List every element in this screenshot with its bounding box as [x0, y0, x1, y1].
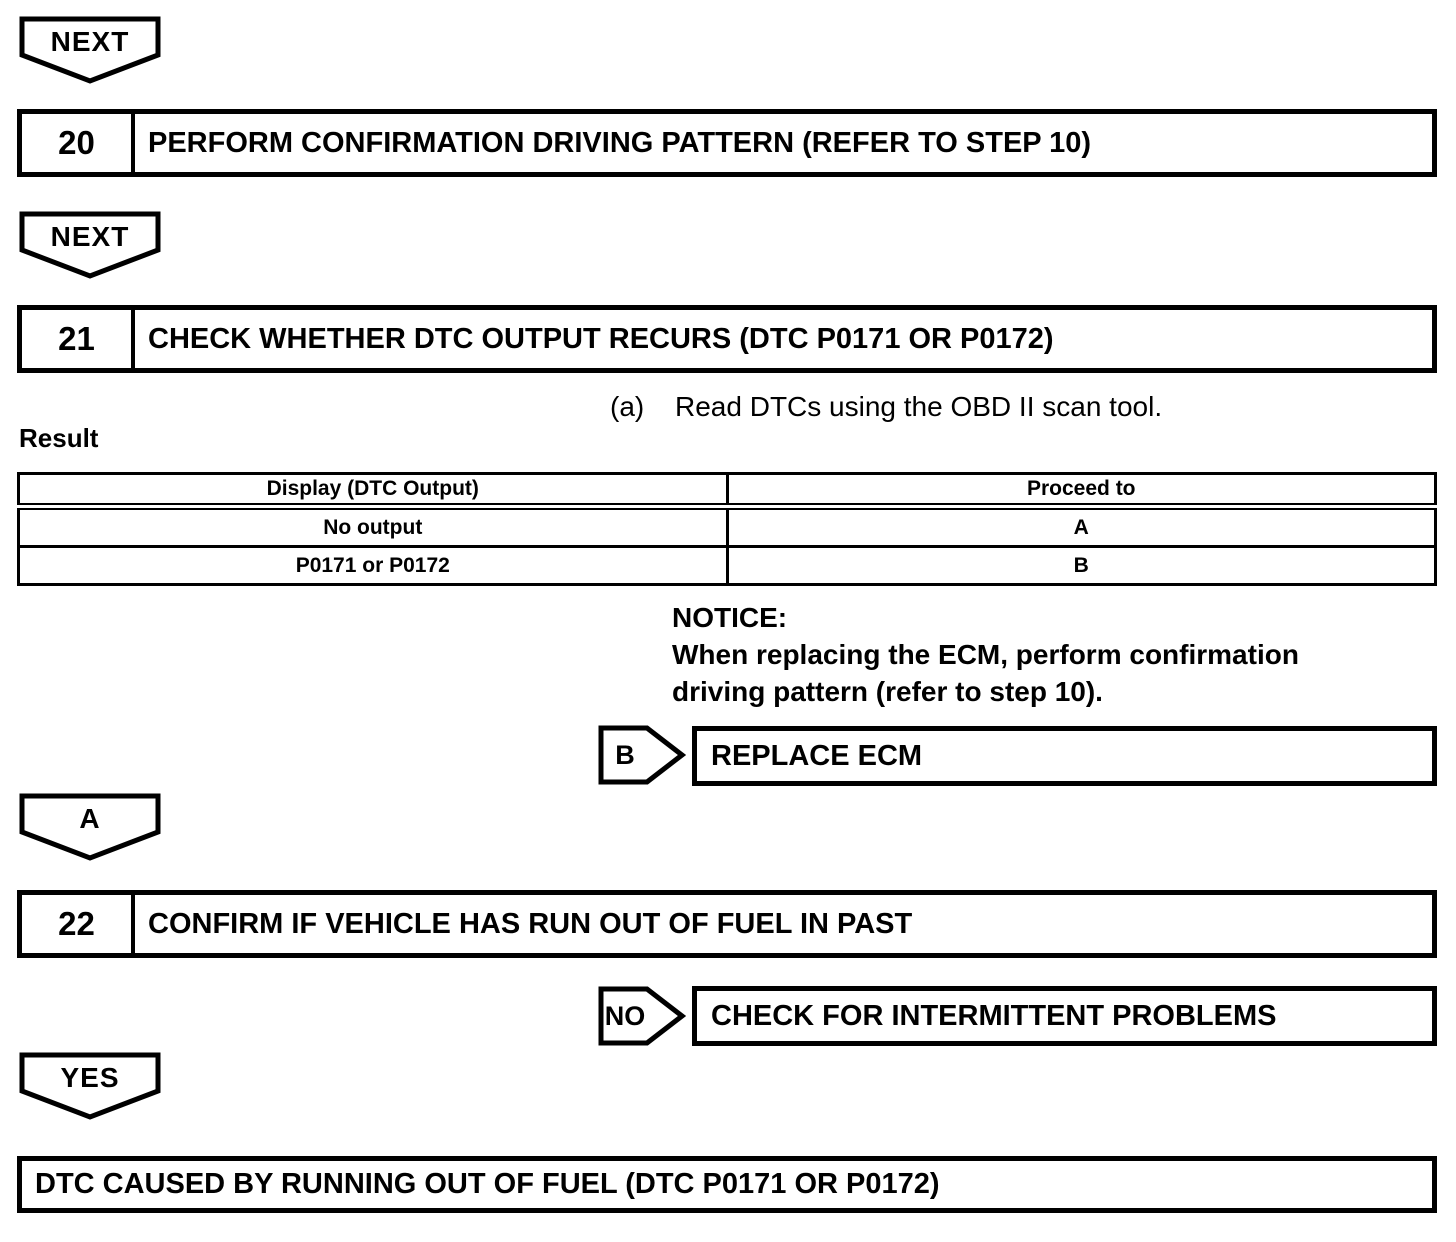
- no-connector-label: NO: [604, 1000, 646, 1031]
- replace-ecm-box: REPLACE ECM: [692, 726, 1437, 786]
- cell-proceed-a: A: [725, 505, 1437, 548]
- replace-ecm-label: REPLACE ECM: [711, 739, 923, 772]
- notice-title: NOTICE:: [672, 602, 788, 633]
- result-table: Display (DTC Output) Proceed to No outpu…: [17, 472, 1437, 586]
- a-connector: A: [19, 793, 161, 861]
- check-intermittent-box: CHECK FOR INTERMITTENT PROBLEMS: [692, 986, 1437, 1046]
- cell-proceed-b: B: [725, 545, 1437, 586]
- notice-line-1: When replacing the ECM, perform confirma…: [672, 639, 1299, 670]
- right-arrow-pentagon-icon: [598, 725, 686, 785]
- next-connector-label: NEXT: [50, 221, 130, 252]
- b-connector: B: [598, 725, 686, 785]
- step-20-number: 20: [22, 114, 135, 172]
- right-arrow-pentagon-icon: [598, 986, 686, 1046]
- next-connector-1: NEXT: [19, 16, 161, 84]
- down-pentagon-icon: [19, 793, 161, 861]
- cell-display-p0171-p0172: P0171 or P0172: [17, 545, 729, 586]
- result-label: Result: [19, 423, 99, 453]
- final-result-box: DTC CAUSED BY RUNNING OUT OF FUEL (DTC P…: [17, 1156, 1437, 1213]
- step-20-title: PERFORM CONFIRMATION DRIVING PATTERN (RE…: [148, 126, 1092, 159]
- step-22-box: 22 CONFIRM IF VEHICLE HAS RUN OUT OF FUE…: [17, 890, 1437, 958]
- step-21-title: CHECK WHETHER DTC OUTPUT RECURS (DTC P01…: [148, 322, 1054, 355]
- no-connector: NO: [598, 986, 686, 1046]
- substep-a: (a) Read DTCs using the OBD II scan tool…: [610, 391, 1162, 423]
- substep-a-label: (a): [610, 391, 645, 422]
- a-connector-label: A: [79, 803, 101, 834]
- down-pentagon-icon: [19, 16, 161, 84]
- down-pentagon-icon: [19, 1052, 161, 1120]
- step-21-box: 21 CHECK WHETHER DTC OUTPUT RECURS (DTC …: [17, 305, 1437, 373]
- down-pentagon-icon: [19, 211, 161, 279]
- yes-connector: YES: [19, 1052, 161, 1120]
- step-20-box: 20 PERFORM CONFIRMATION DRIVING PATTERN …: [17, 109, 1437, 177]
- result-table-header-proceed: Proceed to: [725, 472, 1437, 510]
- next-connector-2: NEXT: [19, 211, 161, 279]
- check-intermittent-label: CHECK FOR INTERMITTENT PROBLEMS: [711, 999, 1277, 1032]
- table-row-no-output: No output A: [17, 505, 1437, 548]
- result-table-header-display: Display (DTC Output): [17, 472, 729, 510]
- notice-line-2: driving pattern (refer to step 10).: [672, 676, 1103, 707]
- cell-display-no-output: No output: [17, 505, 729, 548]
- step-21-number: 21: [22, 310, 135, 368]
- substep-a-text: Read DTCs using the OBD II scan tool.: [675, 391, 1163, 422]
- notice-block: NOTICE: When replacing the ECM, perform …: [672, 599, 1299, 710]
- yes-connector-label: YES: [60, 1062, 120, 1093]
- final-result-text: DTC CAUSED BY RUNNING OUT OF FUEL (DTC P…: [35, 1168, 940, 1200]
- next-connector-label: NEXT: [50, 26, 130, 57]
- table-row-p0171-p0172: P0171 or P0172 B: [17, 545, 1437, 586]
- result-table-header-row: Display (DTC Output) Proceed to: [17, 472, 1437, 510]
- step-22-number: 22: [22, 895, 135, 953]
- b-connector-label: B: [615, 739, 635, 770]
- step-22-title: CONFIRM IF VEHICLE HAS RUN OUT OF FUEL I…: [148, 907, 913, 940]
